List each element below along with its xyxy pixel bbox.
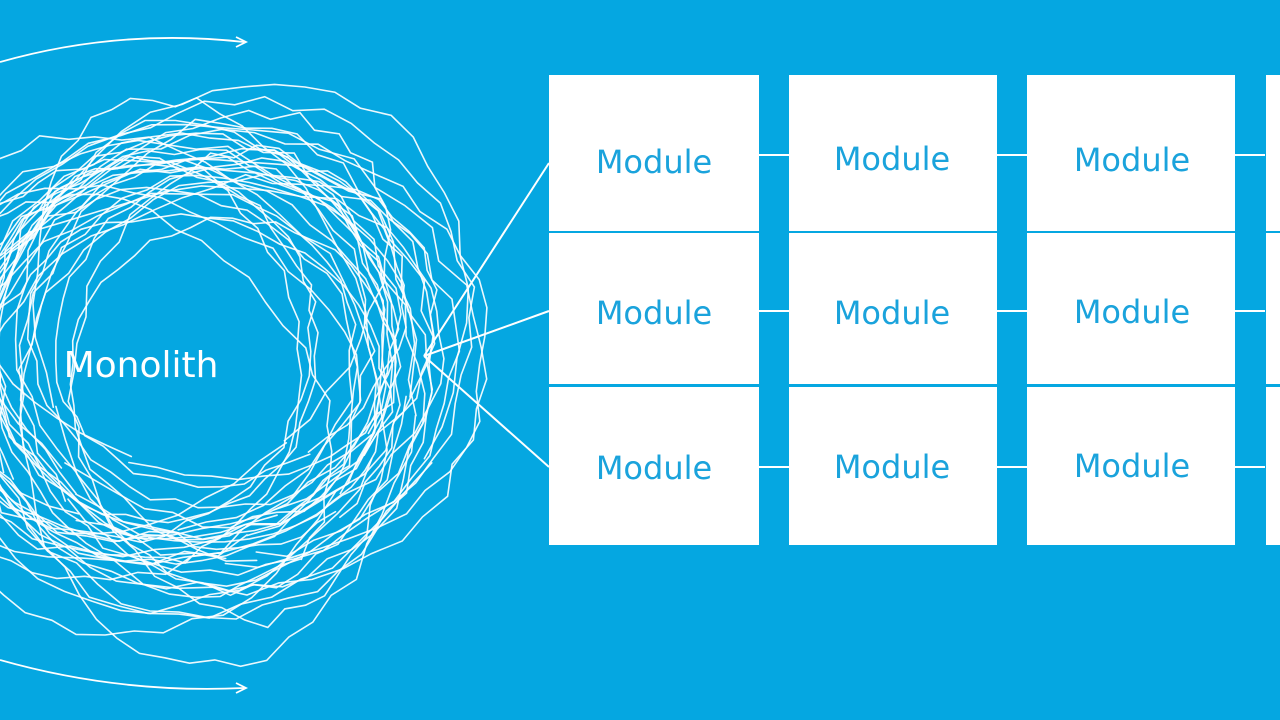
module-label: Module <box>596 449 712 487</box>
tangle-ring <box>0 123 488 596</box>
tangle-ring <box>26 156 400 509</box>
module-box: Module <box>1027 75 1235 231</box>
module-box-bg <box>1266 75 1280 231</box>
module-box: Module <box>549 75 759 231</box>
module-label: Module <box>834 448 950 486</box>
module-box-partial <box>1266 75 1280 231</box>
arrow-top-line <box>0 37 245 63</box>
tangled-lines <box>0 83 488 668</box>
tangle-ring <box>0 186 359 565</box>
monolith-label: Monolith <box>64 345 219 386</box>
module-box-bg <box>549 75 759 231</box>
monolith: Monolith <box>0 36 488 694</box>
module-box-partial <box>1266 233 1280 384</box>
module-grid: Module Module Module Module Module Mod <box>549 75 1280 545</box>
tangle-ring <box>67 144 418 597</box>
tangle-ring <box>0 165 426 620</box>
module-box-bg <box>789 387 997 545</box>
module-box-partial <box>1266 387 1280 545</box>
module-box-bg <box>789 233 997 384</box>
fan-connectors <box>423 162 550 468</box>
fan-line-middle <box>423 310 550 357</box>
module-label: Module <box>834 294 950 332</box>
tangle-ring <box>54 157 407 489</box>
tangle-ring <box>32 96 388 629</box>
module-box-bg <box>1266 387 1280 545</box>
module-box: Module <box>1027 233 1235 384</box>
module-box: Module <box>549 387 759 545</box>
monolith-arrows <box>0 36 249 694</box>
arrow-top-head-icon <box>235 36 249 48</box>
module-box: Module <box>549 233 759 384</box>
module-label: Module <box>1074 141 1190 179</box>
tangle-ring <box>0 128 488 569</box>
tangle-ring <box>0 134 378 529</box>
module-box: Module <box>789 233 997 384</box>
module-connectors <box>759 154 1265 468</box>
module-box: Module <box>789 387 997 545</box>
tangle-ring <box>0 148 387 541</box>
tangle-ring <box>0 155 303 564</box>
module-box-bg <box>1027 233 1235 384</box>
tangle-ring <box>14 95 476 562</box>
module-label: Module <box>834 140 950 178</box>
module-box: Module <box>789 75 997 231</box>
module-box-bg <box>549 233 759 384</box>
tangle-ring <box>0 192 357 581</box>
tangle-ring <box>19 118 417 668</box>
tangle-ring <box>0 193 333 599</box>
module-box-bg <box>1266 233 1280 384</box>
tangle-ring <box>0 147 436 565</box>
module-label: Module <box>1074 447 1190 485</box>
fan-line-bottom <box>423 355 550 468</box>
tangle-ring <box>0 213 394 544</box>
module-box-bg <box>1027 387 1235 545</box>
module-box: Module <box>1027 387 1235 545</box>
module-label: Module <box>1074 293 1190 331</box>
fan-line-top <box>423 162 550 357</box>
arrow-bottom-line <box>0 659 245 690</box>
tangle-ring <box>0 119 394 615</box>
arrow-bottom-head-icon <box>235 682 249 694</box>
tangle-ring <box>0 184 362 540</box>
module-box-bg <box>789 75 997 231</box>
module-box-bg <box>549 387 759 545</box>
module-label: Module <box>596 143 712 181</box>
tangle-ring <box>69 216 401 551</box>
module-box-bg <box>1027 75 1235 231</box>
module-label: Module <box>596 294 712 332</box>
